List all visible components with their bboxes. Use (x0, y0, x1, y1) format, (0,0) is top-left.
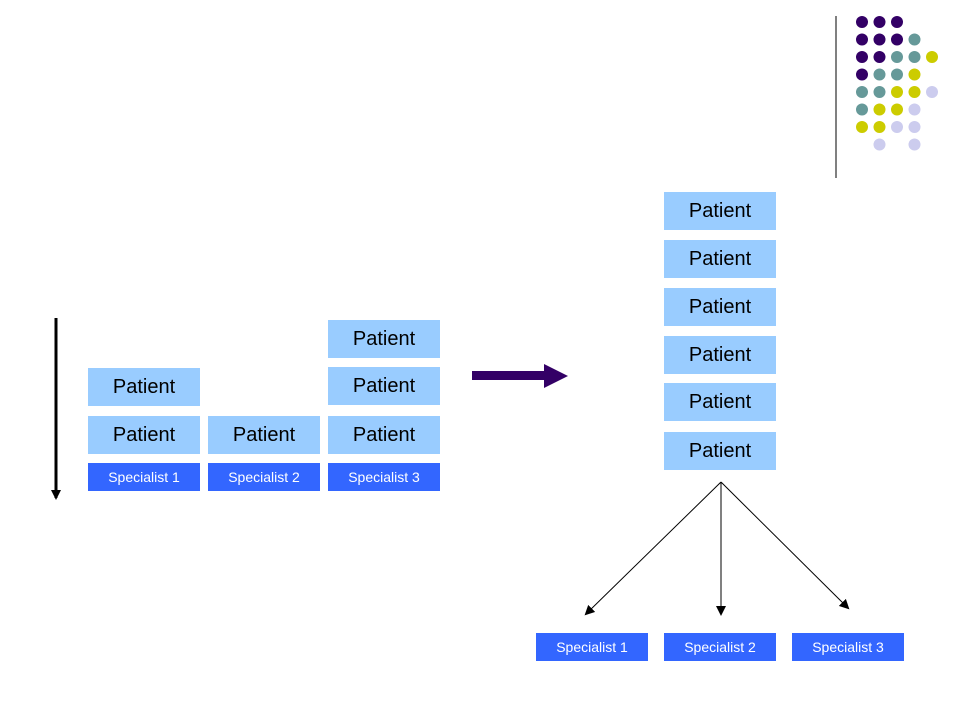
decor-dot-grid (856, 16, 938, 151)
left-queue-1-patient-bottom: Patient (88, 416, 200, 454)
decor-dot (873, 33, 886, 46)
decor-dot (926, 51, 938, 63)
decor-dot (856, 121, 868, 133)
decor-dot (891, 121, 903, 133)
decor-dot (891, 33, 903, 46)
decor-dot (873, 121, 886, 133)
left-queue-2-patient-bottom: Patient (208, 416, 320, 454)
right-queue-patient-5: Patient (664, 383, 776, 421)
fan-arrow-specialist-3 (720, 481, 850, 610)
decor-dot (856, 51, 868, 63)
decor-dot (856, 33, 868, 46)
decor-dot (908, 86, 921, 98)
right-specialist-2: Specialist 2 (664, 633, 776, 661)
decor-dot (856, 103, 868, 116)
decor-dot (856, 86, 868, 98)
decor-dot (926, 86, 938, 98)
right-queue-patient-3: Patient (664, 288, 776, 326)
left-queue-3-patient-bottom: Patient (328, 416, 440, 454)
left-specialist-1: Specialist 1 (88, 463, 200, 491)
decor-dot (891, 68, 903, 81)
decor-dot (908, 68, 921, 81)
right-queue-patient-6: Patient (664, 432, 776, 470)
decor-dot (908, 51, 921, 63)
decor-dot (891, 103, 903, 116)
decor-dot (873, 16, 886, 28)
decor-dot (908, 121, 921, 133)
decor-dot (856, 16, 868, 28)
decor-dot (873, 86, 886, 98)
left-queue-3-patient-top: Patient (328, 320, 440, 358)
left-queue-1-patient-top: Patient (88, 368, 200, 406)
decor-dot (891, 86, 903, 98)
right-queue-patient-2: Patient (664, 240, 776, 278)
decor-dot (873, 138, 886, 151)
decor-dot (873, 103, 886, 116)
decor-dot (908, 33, 921, 46)
decor-dot (908, 138, 921, 151)
decor-dot (891, 16, 903, 28)
decor-dot (873, 68, 886, 81)
right-queue-patient-4: Patient (664, 336, 776, 374)
transition-arrow (472, 364, 568, 388)
right-specialist-1: Specialist 1 (536, 633, 648, 661)
left-specialist-3: Specialist 3 (328, 463, 440, 491)
decor-dot (908, 103, 921, 116)
decor-dot (856, 68, 868, 81)
left-specialist-2: Specialist 2 (208, 463, 320, 491)
right-queue-patient-1: Patient (664, 192, 776, 230)
right-specialist-3: Specialist 3 (792, 633, 904, 661)
left-queue-3-patient-middle: Patient (328, 367, 440, 405)
fan-arrow-specialist-1 (584, 481, 722, 616)
decor-dot (891, 51, 903, 63)
decor-dot (873, 51, 886, 63)
